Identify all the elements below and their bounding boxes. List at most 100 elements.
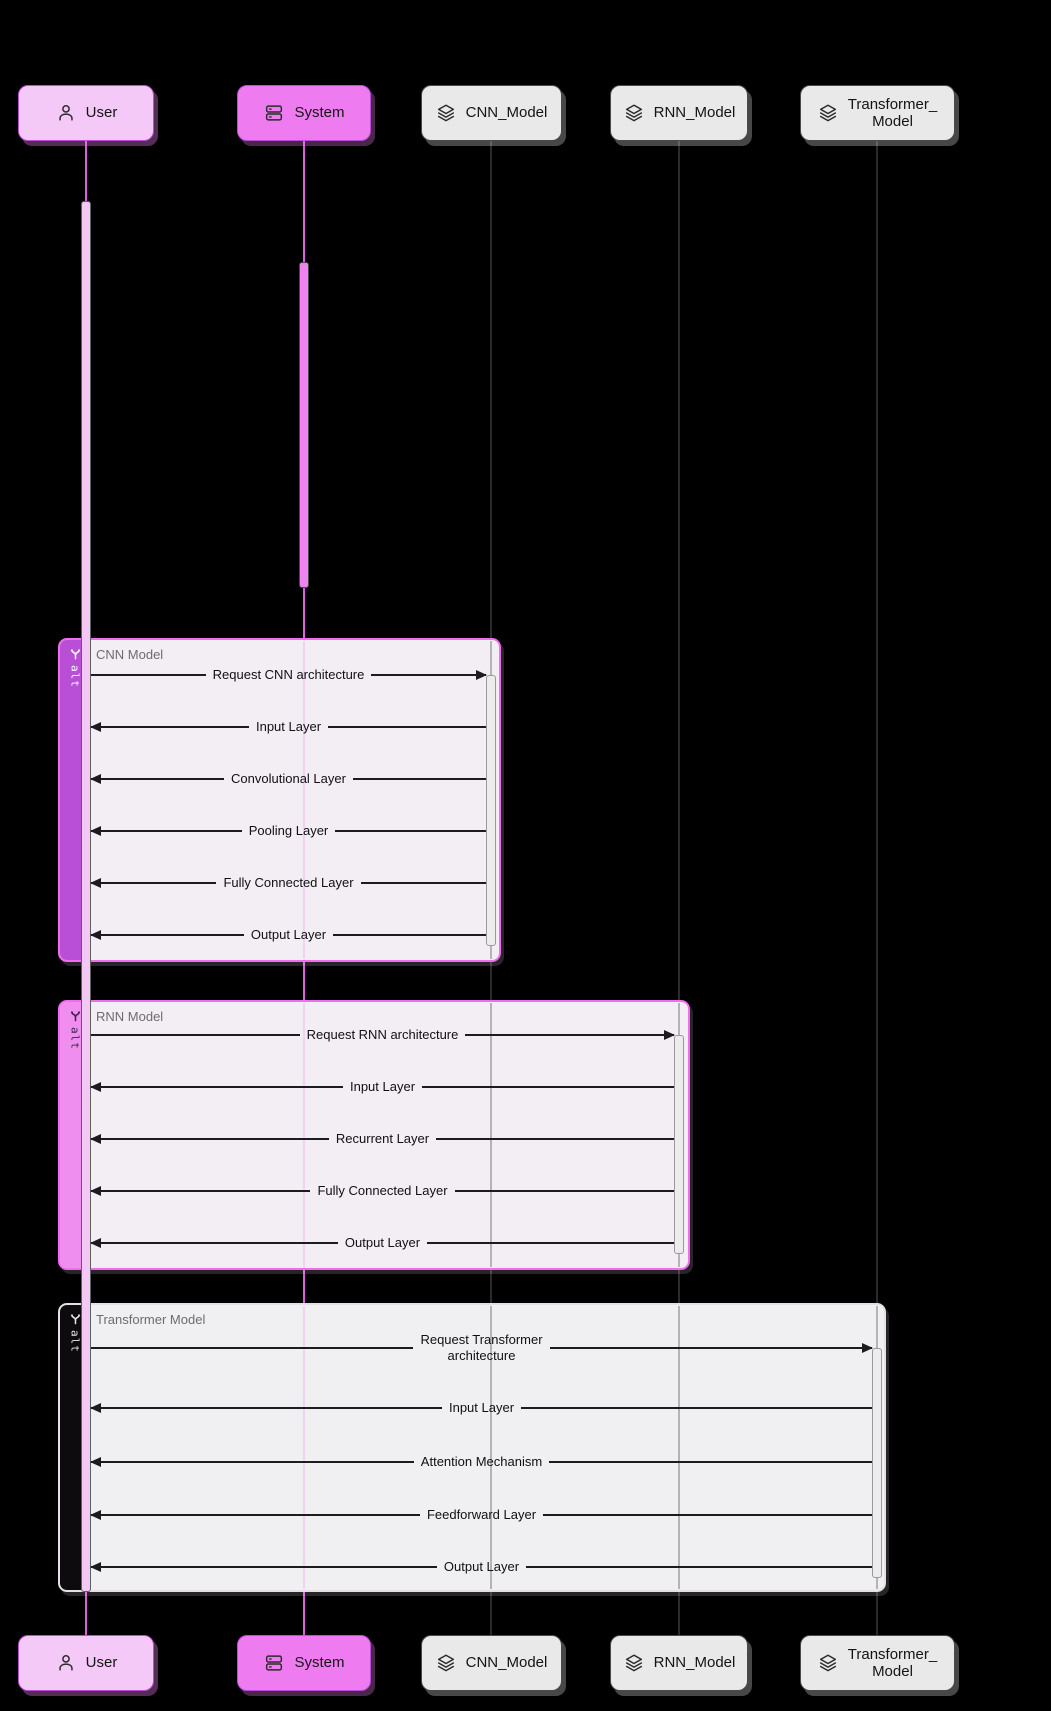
message: Input Layer (90, 1397, 873, 1419)
actor-rnn-bottom: RNN_Model (610, 1635, 748, 1691)
actor-transformer-top: Transformer_ Model (799, 85, 955, 141)
actor-cnn-bottom: CNN_Model (420, 1635, 562, 1691)
arrowhead-left (90, 1186, 101, 1196)
message-label: Pooling Layer (248, 823, 329, 839)
message-label: Input Layer (255, 719, 322, 735)
message-line (91, 1407, 442, 1409)
layers-icon (437, 104, 454, 122)
layers-icon (437, 1654, 454, 1672)
person-icon (58, 1655, 73, 1671)
actor-system-top: System (237, 85, 371, 141)
message: Pooling Layer (90, 820, 486, 842)
message-label: Output Layer (250, 927, 327, 943)
actor-system-bottom: System (237, 1635, 371, 1691)
message-label: Fully Connected Layer (317, 1183, 448, 1199)
message-line (91, 1347, 414, 1349)
actor-label: RNN_Model (653, 1654, 736, 1672)
message: Input Layer (90, 1076, 675, 1098)
arrowhead-left (90, 930, 101, 940)
actor-label: Transformer_ Model (847, 1645, 938, 1680)
message: Output Layer (90, 1556, 872, 1578)
lifeline-system-faded (303, 1306, 305, 1589)
layers-icon (625, 1654, 642, 1672)
message-line (427, 1242, 674, 1244)
arrowhead-left (90, 1134, 101, 1144)
message-label: Feedforward Layer (426, 1507, 537, 1523)
message-label: Request CNN architecture (212, 667, 365, 683)
message-line (91, 830, 242, 832)
arrowhead-left (90, 1562, 101, 1572)
frame-label: Transformer Model (96, 1312, 206, 1327)
activation-system (299, 262, 309, 588)
arrowhead-left (90, 878, 101, 888)
lifeline-system-faded (303, 1003, 305, 1267)
message: Output Layer (90, 1232, 674, 1254)
activation-user (81, 201, 91, 1592)
message-label: Convolutional Layer (231, 771, 346, 787)
server-icon (266, 1655, 283, 1671)
message-line (91, 934, 244, 936)
message-line (91, 882, 217, 884)
message-line (335, 830, 486, 832)
fork-icon (70, 1011, 80, 1022)
alt-operator-label: alt (68, 1330, 82, 1353)
lifeline-system-faded (303, 641, 305, 959)
arrowhead-right (476, 670, 487, 680)
frame-label: RNN Model (96, 1009, 164, 1024)
message: Convolutional Layer (90, 768, 486, 790)
message-line (436, 1138, 674, 1140)
actor-label: CNN_Model (465, 1654, 548, 1672)
message: Request CNN architecture (91, 664, 487, 686)
message-line (91, 1034, 300, 1036)
layers-icon-wrap (817, 1652, 839, 1674)
message-line (454, 1190, 675, 1192)
alt-operator-label: alt (68, 1027, 82, 1050)
actor-user-bottom: User (18, 1635, 154, 1691)
arrowhead-left (90, 774, 101, 784)
message-label: Attention Mechanism (420, 1454, 543, 1470)
layers-icon-wrap (817, 102, 839, 124)
message-line (91, 726, 249, 728)
arrowhead-left (90, 1238, 101, 1248)
layers-icon (819, 104, 836, 122)
message-line (333, 934, 486, 936)
message-line (465, 1034, 675, 1036)
person-icon-wrap (55, 102, 77, 124)
actor-cnn-top: CNN_Model (420, 85, 562, 141)
actor-rnn-top: RNN_Model (610, 85, 748, 141)
alt-operator-label: alt (68, 665, 82, 688)
message-label: Input Layer (349, 1079, 416, 1095)
layers-icon-wrap (623, 1652, 645, 1674)
activation-cnn (486, 675, 496, 946)
message-label: Recurrent Layer (335, 1131, 430, 1147)
message-line (371, 674, 487, 676)
arrowhead-left (90, 722, 101, 732)
message-line (91, 1242, 338, 1244)
message: Fully Connected Layer (90, 1180, 675, 1202)
lifeline-rnn-faded (678, 1306, 680, 1589)
alt-frame-rnn: alt RNN Model (58, 1000, 690, 1270)
message-line (422, 1086, 675, 1088)
lifeline-transformer (876, 141, 878, 1635)
actor-user-top: User (18, 85, 154, 141)
actor-transformer-bottom: Transformer_ Model (799, 1635, 955, 1691)
actor-label: User (85, 1654, 118, 1672)
person-icon-wrap (55, 1652, 77, 1674)
fork-icon (70, 1314, 80, 1325)
actor-label: Transformer_ Model (847, 95, 938, 130)
message-line (91, 1138, 329, 1140)
message: Attention Mechanism (90, 1451, 872, 1473)
message: Fully Connected Layer (90, 872, 487, 894)
message: Recurrent Layer (90, 1128, 674, 1150)
message-line (526, 1566, 872, 1568)
message-label: Request Transformer architecture (420, 1332, 543, 1363)
layers-icon-wrap (435, 1652, 457, 1674)
arrowhead-right (862, 1343, 873, 1353)
arrowhead-left (90, 1457, 101, 1467)
message-line (549, 1347, 873, 1349)
arrowhead-left (90, 826, 101, 836)
message-line (549, 1461, 872, 1463)
activation-transformer (872, 1348, 882, 1578)
layers-icon (819, 1654, 836, 1672)
